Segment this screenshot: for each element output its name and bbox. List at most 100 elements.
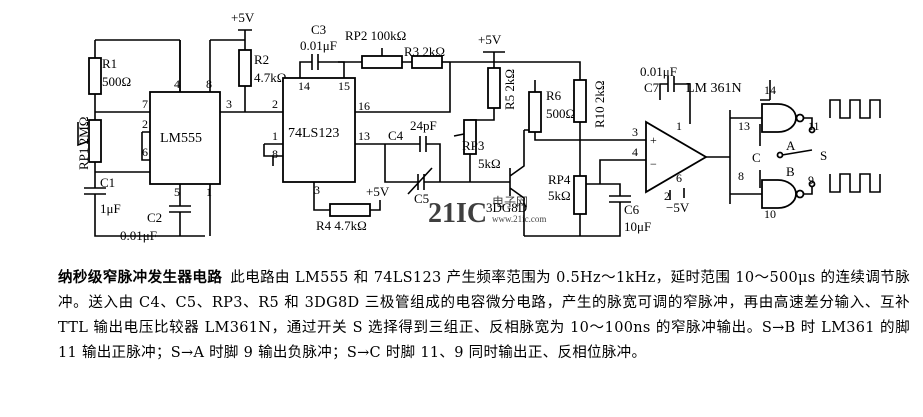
output-pin-11: 11	[808, 119, 820, 133]
switch-label-a: A	[786, 138, 796, 153]
caption-body: 此电路由 LM555 和 74LS123 产生频率范围为 0.5Hz～1kHz，…	[58, 270, 910, 361]
lm555-section: R1 500Ω RP1 2MΩ C1 1μF LM555 4 8 7 2 6 3…	[76, 10, 286, 243]
ls123-pin-16: 16	[358, 99, 370, 113]
r6-resistor	[528, 91, 542, 133]
circuit-schematic: R1 500Ω RP1 2MΩ C1 1μF LM555 4 8 7 2 6 3…	[76, 10, 881, 243]
comparator-pin-2: 2	[664, 189, 670, 203]
caption-title: 纳秒级窄脉冲发生器电路	[58, 270, 223, 286]
c7-label: C7	[644, 80, 660, 95]
output-pin-13: 13	[738, 119, 750, 133]
lm555-pin-3: 3	[226, 97, 232, 111]
negative-pulse-waveform	[829, 173, 881, 193]
lm555-pin-4: 4	[174, 77, 180, 91]
switch-contact-c	[776, 151, 784, 159]
lm555-label: LM555	[160, 131, 202, 146]
lm555-pin-2: 2	[142, 117, 148, 131]
figure-caption: 纳秒级窄脉冲发生器电路此电路由 LM555 和 74LS123 产生频率范围为 …	[58, 266, 910, 366]
ls123-pin-13: 13	[358, 129, 370, 143]
lm555-pin-8: 8	[206, 77, 212, 91]
c4-label: C4	[388, 128, 404, 143]
rp3-value: 5kΩ	[478, 156, 501, 171]
output-pin-8: 8	[738, 169, 744, 183]
lm555-pin-7: 7	[142, 97, 148, 111]
c1-label: C1	[100, 175, 115, 190]
comparator-pin-4: 4	[632, 145, 638, 159]
lm555-pin-6: 6	[142, 145, 148, 159]
lm361-comparator-symbol	[645, 120, 708, 194]
r2-label: R2	[254, 52, 269, 67]
r5-resistor	[487, 67, 501, 109]
r3-resistor	[411, 55, 443, 69]
lm555-pin-5: 5	[174, 185, 180, 199]
lm555-chip	[149, 91, 221, 185]
lm555-pin-1: 1	[206, 185, 212, 199]
ls123-pin-2: 2	[272, 97, 278, 111]
switch-label-s: S	[820, 148, 827, 163]
supply-minus5v: −5V	[666, 200, 690, 215]
comparator-pin-3: 3	[632, 125, 638, 139]
output-section: 14 13 11 8 9 10 C A B S	[729, 80, 881, 221]
r1-resistor	[88, 57, 102, 95]
r6-label: R6	[546, 88, 562, 103]
watermark-url: www.21ic.com	[492, 214, 546, 224]
ls123-section: 74LS123 14 15 16 2 1 8 13 3 C3 0.01μF RP…	[263, 22, 470, 233]
comparator-section: R10 2kΩ RP4 5kΩ C6 10μF C7 0.01μF LM 361…	[548, 64, 742, 237]
output-pin-10: 10	[764, 207, 776, 221]
c3-value: 0.01μF	[300, 38, 337, 53]
watermark-logo: 21IC	[428, 198, 487, 229]
ls123-pin-14: 14	[298, 79, 310, 93]
comparator-pin-1: 1	[676, 119, 682, 133]
rp4-potentiometer	[573, 175, 587, 215]
rp3-label: RP3	[462, 138, 484, 153]
c6-value: 10μF	[624, 219, 651, 234]
c3-label: C3	[311, 22, 326, 37]
r5-label: R5 2kΩ	[502, 69, 517, 110]
rp4-value: 5kΩ	[548, 188, 571, 203]
upper-nand-gate	[761, 103, 797, 133]
lower-nand-gate	[761, 179, 797, 209]
c1-value: 1μF	[100, 201, 121, 216]
ls123-chip	[282, 77, 356, 183]
output-terminal-11	[808, 126, 816, 134]
c5-label: C5	[414, 191, 429, 206]
output-terminal-9	[808, 180, 816, 188]
rp1-label: RP1 2MΩ	[76, 117, 91, 170]
lm361-label: LM 361N	[686, 81, 742, 96]
rp2-label: RP2 100kΩ	[345, 28, 406, 43]
r1-label: R1	[102, 56, 117, 71]
transistor-label: 3DG8D	[486, 200, 527, 215]
output-pin-14: 14	[764, 83, 776, 97]
switch-label-b: B	[786, 164, 795, 179]
differentiator-section: +5V R5 2kΩ RP3 5kΩ 3DG8D R6 500Ω	[450, 32, 646, 237]
r2-value: 4.7kΩ	[254, 70, 286, 85]
r10-resistor	[573, 79, 587, 123]
transistor-symbol	[509, 130, 525, 236]
positive-pulse-waveform	[829, 99, 881, 119]
comparator-plus-sign: +	[650, 133, 657, 147]
comparator-pin-6: 6	[676, 171, 682, 185]
r1-value: 500Ω	[102, 74, 131, 89]
supply-plus5v-c: +5V	[478, 32, 502, 47]
ls123-pin-15: 15	[338, 79, 350, 93]
rp2-potentiometer	[361, 55, 403, 69]
rp4-label: RP4	[548, 172, 571, 187]
ls123-pin-1: 1	[272, 129, 278, 143]
supply-plus5v-b: +5V	[366, 184, 390, 199]
supply-plus5v-a: +5V	[231, 10, 255, 25]
r6-value: 500Ω	[546, 106, 575, 121]
c7-value: 0.01μF	[640, 64, 677, 79]
c4-value: 24pF	[410, 118, 437, 133]
r4-label: R4 4.7kΩ	[316, 218, 367, 233]
ls123-pin-8: 8	[272, 147, 278, 161]
comparator-minus-sign: −	[650, 157, 657, 171]
switch-label-c: C	[752, 150, 761, 165]
r4-resistor	[329, 203, 371, 217]
ls123-label: 74LS123	[288, 126, 339, 141]
watermark: 21IC 电子网 www.21ic.com	[428, 195, 546, 229]
r2-resistor	[238, 49, 252, 87]
c2-label: C2	[147, 210, 162, 225]
c6-label: C6	[624, 202, 640, 217]
ls123-pin-3: 3	[314, 183, 320, 197]
c2-value: 0.01μF	[120, 228, 157, 243]
r10-label: R10 2kΩ	[592, 80, 607, 128]
